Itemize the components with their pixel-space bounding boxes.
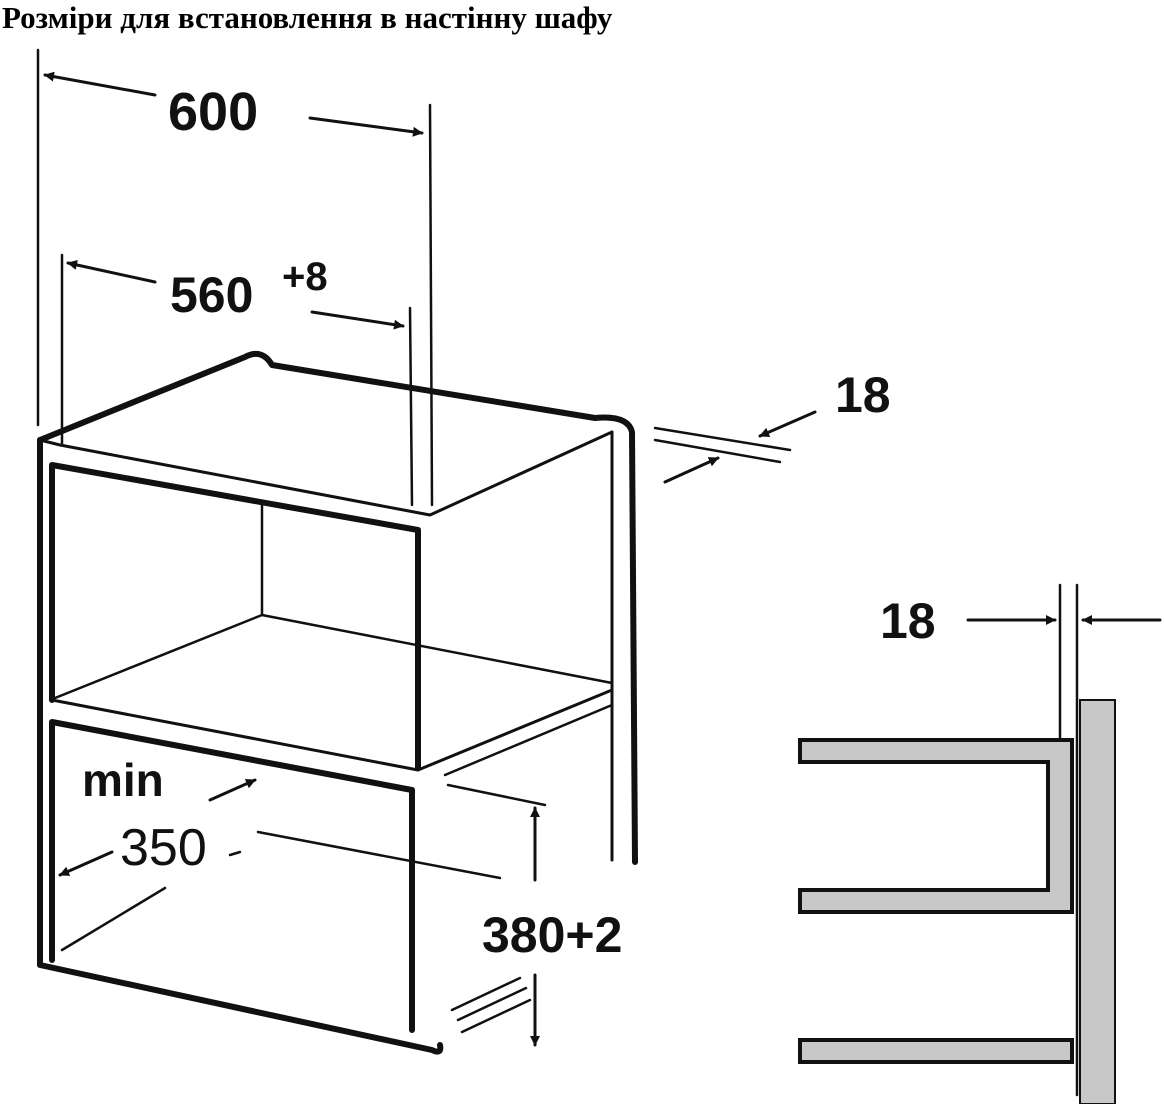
dimension-18-side: 18 (880, 593, 936, 649)
extension-line-right-outer (428, 103, 434, 507)
dimension-arrow-600-right (308, 116, 424, 137)
cabinet-front-outline (37, 437, 444, 1055)
extension-line-right-inner (408, 306, 414, 507)
extension-line-380-top (446, 783, 547, 807)
dimension-arrow-18-top-upper (758, 410, 817, 438)
lower-opening-floor (60, 850, 242, 952)
upper-opening-floor-left (53, 613, 264, 700)
dimension-arrow-350-upper (208, 778, 257, 802)
dimension-arrow-560-right (310, 310, 405, 330)
upper-opening-frame (49, 462, 421, 771)
dimension-arrow-600-left (43, 71, 157, 97)
cabinet-top-outline (37, 350, 638, 865)
panel-line-1 (653, 426, 792, 452)
dimension-arrow-18-top-lower (663, 456, 720, 484)
upper-opening-back (260, 503, 614, 685)
upper-cabinet-section (798, 738, 1074, 914)
cabinet-drawing (36, 48, 817, 1055)
page-title: Розміри для встановлення в настінну шафу (2, 0, 613, 35)
min-label: min (82, 754, 164, 806)
cabinet-top-inner-edge (38, 430, 614, 517)
dimension-arrow-350-lower (58, 850, 114, 877)
lower-opening-frame (49, 719, 415, 1033)
wall-panel (1079, 699, 1116, 1104)
dimension-560-tolerance: +8 (282, 255, 328, 299)
dimension-arrow-560-left (66, 260, 157, 284)
dimension-leader-350 (256, 830, 502, 880)
lower-shelf-section (798, 1038, 1074, 1064)
dimension-18-top: 18 (835, 367, 891, 423)
bottom-panel-lines (450, 976, 532, 1034)
dimension-600: 600 (168, 82, 258, 142)
dimension-350: 350 (120, 819, 207, 877)
dimension-560: 560 (170, 267, 253, 323)
panel-line-2 (653, 438, 782, 464)
dimension-380: 380+2 (482, 907, 622, 963)
side-section-drawing (798, 583, 1162, 1104)
shelf-side-edge (443, 703, 614, 777)
shelf-front-edge (50, 688, 614, 772)
